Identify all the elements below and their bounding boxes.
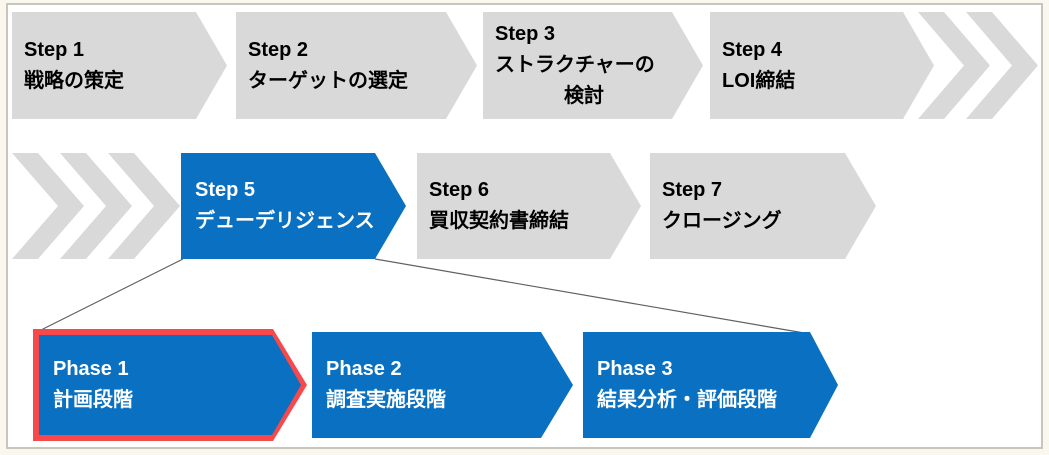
step4-title: Step 4	[722, 38, 783, 61]
phase1-title: Phase 1	[53, 358, 129, 380]
phase3-label: 結果分析・評価段階	[597, 389, 777, 411]
step4-arrow: Step 4 LOI締結	[710, 12, 934, 119]
step2-arrow: Step 2 ターゲットの選定	[236, 12, 477, 119]
step1-arrow: Step 1 戦略の策定	[12, 12, 227, 119]
phase3-title: Phase 3	[597, 358, 673, 380]
step3-label-line2: 検討	[564, 85, 604, 107]
step2-label: ターゲットの選定	[248, 69, 408, 92]
step3-title: Step 3	[495, 23, 556, 45]
phase3-arrow: Phase 3 結果分析・評価段階	[583, 332, 838, 438]
step1-title: Step 1	[24, 38, 85, 61]
step7-arrow: Step 7 クロージング	[650, 153, 876, 259]
step7-label: クロージング	[662, 210, 782, 232]
step4-label: LOI締結	[722, 69, 796, 92]
step7-title: Step 7	[662, 179, 723, 201]
step3-arrow: Step 3 ストラクチャーの 検討	[483, 12, 703, 119]
step2-title: Step 2	[248, 38, 309, 61]
step3-label-line1: ストラクチャーの	[495, 54, 655, 76]
step6-title: Step 6	[429, 179, 490, 201]
phase1-label: 計画段階	[53, 389, 133, 411]
phase2-arrow: Phase 2 調査実施段階	[312, 332, 573, 438]
step5-title: Step 5	[195, 179, 256, 201]
step6-label: 買収契約書締結	[429, 210, 569, 232]
phase2-label: 調査実施段階	[326, 389, 446, 411]
step1-label: 戦略の策定	[24, 69, 124, 92]
step5-arrow-active: Step 5 デューデリジェンス	[181, 153, 406, 259]
step5-label: デューデリジェンス	[195, 210, 375, 232]
phase1-arrow-body: Phase 1 計画段階	[39, 335, 301, 435]
phase1-arrow-highlighted: Phase 1 計画段階	[33, 329, 307, 441]
phase2-title: Phase 2	[326, 358, 402, 380]
step6-arrow: Step 6 買収契約書締結	[417, 153, 641, 259]
